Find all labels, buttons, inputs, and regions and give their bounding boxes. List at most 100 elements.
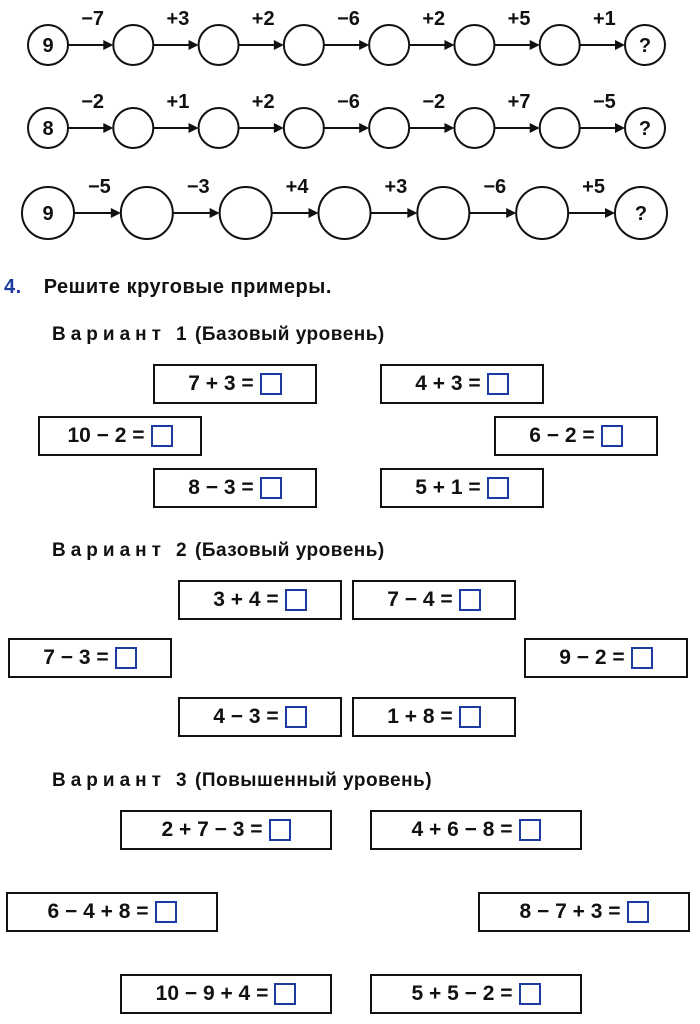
chain-empty-circle bbox=[416, 186, 471, 240]
equation-text: 4 + 3 = bbox=[415, 372, 481, 395]
variant-level: (Базовый уровень) bbox=[195, 324, 385, 345]
answer-box[interactable] bbox=[518, 983, 541, 1005]
answer-box[interactable] bbox=[284, 589, 307, 611]
variant-level: (Повышенный уровень) bbox=[195, 770, 433, 791]
chain-empty-circle bbox=[112, 107, 155, 149]
equation-box: 6 − 2 = bbox=[494, 416, 658, 456]
variant-word: Вариант bbox=[52, 770, 166, 791]
variant-number: 3 bbox=[175, 770, 188, 791]
chain-operation: +4 bbox=[286, 176, 310, 198]
chain-operation: −5 bbox=[88, 176, 111, 198]
equation-text: 8 − 3 = bbox=[188, 476, 254, 499]
answer-box[interactable] bbox=[150, 425, 173, 447]
chain-empty-circle bbox=[282, 107, 325, 149]
chain-empty-circle bbox=[317, 186, 372, 240]
arrowhead-icon bbox=[103, 123, 114, 133]
chain-operation: +3 bbox=[385, 176, 408, 198]
chain-operation: −2 bbox=[81, 91, 104, 113]
chain-empty-circle bbox=[368, 24, 411, 66]
equation-text: 6 − 4 + 8 = bbox=[47, 900, 149, 923]
arrowhead-icon bbox=[103, 40, 114, 50]
chain-empty-circle bbox=[453, 24, 496, 66]
chain-operation: −6 bbox=[483, 176, 506, 198]
chain-empty-circle bbox=[282, 24, 325, 66]
equation-text: 5 + 5 − 2 = bbox=[411, 982, 513, 1005]
arrowhead-icon bbox=[188, 40, 199, 50]
equation-box: 6 − 4 + 8 = bbox=[6, 892, 218, 932]
answer-box[interactable] bbox=[626, 901, 649, 923]
answer-box[interactable] bbox=[600, 425, 623, 447]
chain-operation: +1 bbox=[593, 8, 616, 30]
equation-box: 2 + 7 − 3 = bbox=[120, 810, 332, 850]
answer-box[interactable] bbox=[259, 373, 282, 395]
answer-box[interactable] bbox=[518, 819, 541, 841]
answer-box[interactable] bbox=[259, 477, 282, 499]
arrowhead-icon bbox=[359, 123, 370, 133]
equation-box: 8 − 3 = bbox=[153, 468, 317, 508]
variant-level: (Базовый уровень) bbox=[195, 540, 385, 561]
answer-box[interactable] bbox=[284, 706, 307, 728]
chain-empty-circle bbox=[112, 24, 155, 66]
chain-start-value: 8 bbox=[42, 118, 53, 140]
arrowhead-icon bbox=[529, 40, 540, 50]
equation-text: 7 + 3 = bbox=[188, 372, 254, 395]
equation-text: 10 − 2 = bbox=[67, 424, 145, 447]
chain-empty-circle bbox=[197, 107, 240, 149]
variant-number: 2 bbox=[175, 540, 188, 561]
equation-box: 10 − 2 = bbox=[38, 416, 202, 456]
chain-start-value: 9 bbox=[42, 35, 53, 57]
equation-box: 7 − 3 = bbox=[8, 638, 172, 678]
arrowhead-icon bbox=[529, 123, 540, 133]
equation-box: 5 + 5 − 2 = bbox=[370, 974, 582, 1014]
arrowhead-icon bbox=[273, 40, 284, 50]
arrowhead-icon bbox=[188, 123, 199, 133]
answer-box[interactable] bbox=[458, 589, 481, 611]
arrowhead-icon bbox=[444, 123, 455, 133]
arrowhead-icon bbox=[110, 208, 121, 218]
answer-box[interactable] bbox=[274, 983, 297, 1005]
arrowhead-icon bbox=[444, 40, 455, 50]
chain-start-circle bbox=[27, 107, 69, 149]
answer-box[interactable] bbox=[486, 373, 509, 395]
chain-end-circle bbox=[624, 24, 666, 66]
equation-text: 9 − 2 = bbox=[559, 646, 625, 669]
answer-box[interactable] bbox=[268, 819, 291, 841]
equation-text: 10 − 9 + 4 = bbox=[155, 982, 269, 1005]
answer-box[interactable] bbox=[630, 647, 653, 669]
arrowhead-icon bbox=[615, 123, 625, 133]
chain-empty-circle bbox=[515, 186, 570, 240]
chain-operation: +3 bbox=[167, 8, 190, 30]
answer-box[interactable] bbox=[486, 477, 509, 499]
chain-empty-circle bbox=[119, 186, 174, 240]
chain-operation: +7 bbox=[508, 91, 531, 113]
chain-empty-circle bbox=[197, 24, 240, 66]
chain-empty-circle bbox=[538, 24, 581, 66]
chain-operation: −7 bbox=[81, 8, 104, 30]
arrowhead-icon bbox=[209, 208, 220, 218]
equation-text: 4 + 6 − 8 = bbox=[411, 818, 513, 841]
chain-start-circle bbox=[27, 24, 69, 66]
answer-box[interactable] bbox=[458, 706, 481, 728]
equation-text: 5 + 1 = bbox=[415, 476, 481, 499]
chain-empty-circle bbox=[453, 107, 496, 149]
arrowhead-icon bbox=[615, 40, 625, 50]
chain-operation: +1 bbox=[167, 91, 190, 113]
answer-box[interactable] bbox=[114, 647, 137, 669]
equation-box: 10 − 9 + 4 = bbox=[120, 974, 332, 1014]
chain-operation: −2 bbox=[422, 91, 445, 113]
equation-text: 8 − 7 + 3 = bbox=[519, 900, 621, 923]
variant-word: Вариант bbox=[52, 540, 166, 561]
chain-operation: +2 bbox=[252, 8, 275, 30]
chain-operation: +2 bbox=[252, 91, 275, 113]
task-number: 4. bbox=[4, 276, 22, 298]
answer-box[interactable] bbox=[154, 901, 177, 923]
equation-box: 4 + 3 = bbox=[380, 364, 544, 404]
chain-operation: −3 bbox=[187, 176, 210, 198]
equation-box: 7 + 3 = bbox=[153, 364, 317, 404]
equation-box: 7 − 4 = bbox=[352, 580, 516, 620]
chain-start-circle bbox=[21, 186, 75, 240]
variant-number: 1 bbox=[175, 324, 188, 345]
task-title: Решите круговые примеры. bbox=[43, 276, 332, 298]
equation-text: 3 + 4 = bbox=[213, 588, 279, 611]
